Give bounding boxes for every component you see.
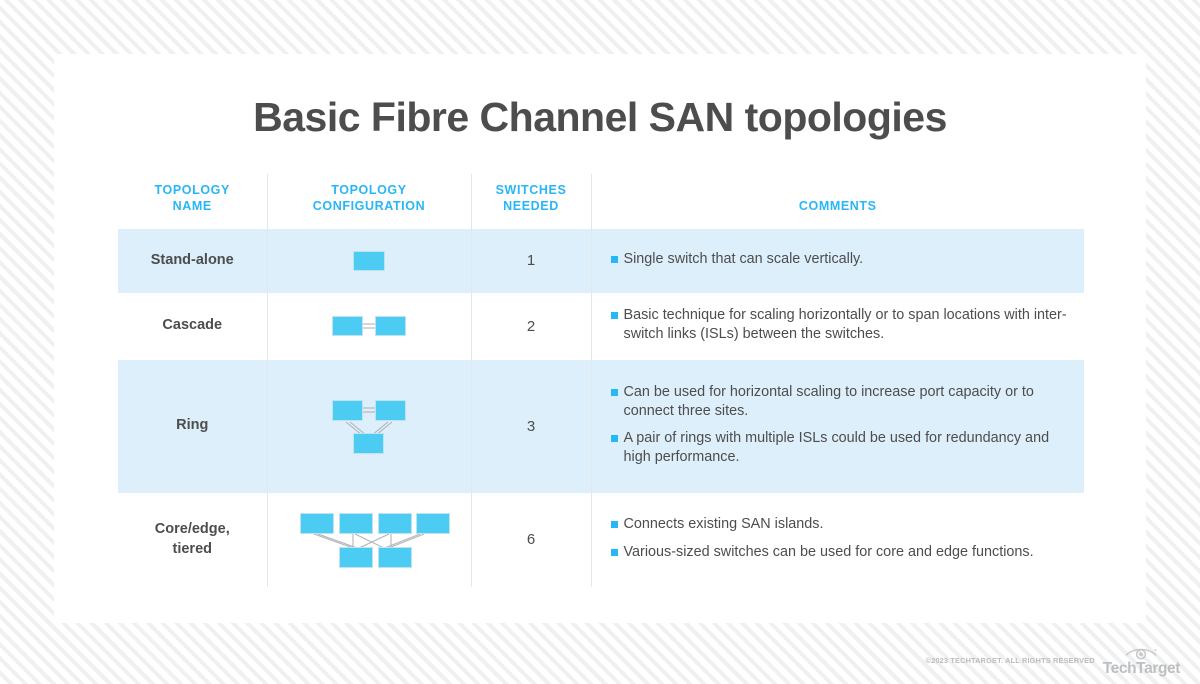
cell-topology-name: Stand-alone (118, 228, 268, 293)
cell-topology-configuration (267, 228, 472, 293)
link-lines (345, 406, 393, 435)
cell-switches-needed: 3 (471, 359, 592, 493)
comments-list: Can be used for horizontal scaling to in… (593, 373, 1084, 480)
list-item: Single switch that can scale vertically. (610, 250, 1070, 269)
column-header-topology-name: TOPOLOGY NAME (118, 174, 268, 229)
switch-box (378, 546, 412, 568)
diagram-stand-alone (349, 249, 389, 273)
cell-comments: Single switch that can scale vertically. (591, 228, 1084, 293)
list-item: A pair of rings with multiple ISLs could… (610, 429, 1070, 467)
column-header-comments: COMMENTS (591, 174, 1084, 229)
bullet-square-icon (610, 255, 618, 263)
cell-comments: Basic technique for scaling horizontally… (591, 292, 1084, 360)
comment-text: Single switch that can scale vertically. (623, 250, 864, 267)
table-header: TOPOLOGY NAME TOPOLOGY CONFIGURATION SWI… (118, 174, 1084, 229)
cell-topology-configuration (267, 359, 472, 493)
page-title: Basic Fibre Channel SAN topologies (253, 94, 947, 140)
switch-box (300, 512, 334, 534)
column-header-topology-configuration: TOPOLOGY CONFIGURATION (267, 174, 472, 229)
cell-comments: Can be used for horizontal scaling to in… (591, 359, 1084, 493)
bullet-square-icon (610, 435, 618, 442)
cell-switches-needed: 1 (471, 228, 592, 293)
comments-list: Basic technique for scaling horizontally… (593, 296, 1084, 356)
table-header-row: TOPOLOGY NAME TOPOLOGY CONFIGURATION SWI… (118, 174, 1084, 229)
topology-name-line-1: Core/edge, (154, 520, 230, 537)
diagram-cascade (332, 314, 406, 338)
diagram-core-edge (294, 512, 450, 568)
topology-name-line-1: Ring (176, 417, 209, 434)
header-line-1: COMMENTS (798, 199, 877, 214)
topology-name-line-1: Stand-alone (150, 251, 234, 268)
switch-box (332, 316, 363, 336)
table-row: Ring (118, 359, 1084, 493)
cell-topology-name: Ring (118, 359, 268, 493)
link-lines (313, 532, 425, 550)
header-line-1: TOPOLOGY (331, 183, 407, 197)
techtarget-wordmark: TechTarget (1102, 659, 1181, 677)
list-item: Can be used for horizontal scaling to in… (610, 383, 1070, 421)
switch-box (416, 512, 450, 534)
cell-topology-name: Core/edge, tiered (118, 492, 268, 587)
bullet-square-icon (610, 521, 618, 529)
cell-topology-configuration (267, 492, 472, 587)
list-item: Various-sized switches can be used for c… (610, 543, 1070, 562)
comments-list: Single switch that can scale vertically. (593, 240, 1084, 281)
header-line-2: NEEDED (503, 199, 559, 214)
techtarget-logo: TechTarget (1103, 646, 1180, 677)
switch-box (332, 399, 363, 421)
footer: ©2023 TECHTARGET. ALL RIGHTS RESERVED Te… (925, 646, 1180, 677)
comment-text: A pair of rings with multiple ISLs could… (623, 430, 1050, 466)
diagram-ring (332, 399, 406, 454)
column-header-switches-needed: SWITCHES NEEDED (471, 174, 592, 229)
switch-box (339, 512, 373, 534)
comment-text: Basic technique for scaling horizontally… (623, 306, 1067, 342)
link-lines (362, 323, 376, 329)
table-row: Core/edge, tiered (118, 492, 1084, 587)
table-row: Cascade 2 (118, 292, 1084, 360)
cell-topology-configuration (267, 292, 472, 360)
cell-topology-name: Cascade (118, 292, 268, 360)
eye-icon (1125, 648, 1157, 659)
topology-table-wrapper: TOPOLOGY NAME TOPOLOGY CONFIGURATION SWI… (118, 174, 1084, 587)
comment-text: Connects existing SAN islands. (623, 516, 824, 533)
switch-box (375, 316, 406, 336)
list-item: Connects existing SAN islands. (610, 515, 1070, 534)
comments-list: Connects existing SAN islands. Various-s… (593, 505, 1084, 573)
header-line-1: TOPOLOGY (154, 183, 230, 197)
topology-table: TOPOLOGY NAME TOPOLOGY CONFIGURATION SWI… (118, 174, 1084, 587)
switch-box (378, 512, 412, 534)
table-body: Stand-alone 1 Single switch that can sca… (118, 228, 1084, 587)
comment-text: Can be used for horizontal scaling to in… (623, 383, 1034, 419)
topology-name-line-1: Cascade (162, 317, 223, 334)
bullet-square-icon (610, 388, 618, 396)
table-row: Stand-alone 1 Single switch that can sca… (118, 228, 1084, 293)
cell-switches-needed: 6 (471, 492, 592, 587)
cell-switches-needed: 2 (471, 292, 592, 360)
switch-box (339, 546, 373, 568)
bullet-square-icon (610, 548, 618, 556)
bullet-square-icon (610, 311, 618, 319)
list-item: Basic technique for scaling horizontally… (610, 306, 1070, 344)
header-line-2: CONFIGURATION (312, 199, 426, 214)
header-line-2: NAME (172, 199, 212, 214)
switch-box (353, 250, 385, 271)
switch-box (353, 432, 384, 454)
topology-name-line-2: tiered (172, 540, 213, 557)
content-card: Basic Fibre Channel SAN topologies TOPOL… (54, 54, 1146, 623)
cell-comments: Connects existing SAN islands. Various-s… (591, 492, 1084, 587)
copyright-text: ©2023 TECHTARGET. ALL RIGHTS RESERVED (925, 656, 1095, 666)
switch-box (375, 399, 406, 421)
comment-text: Various-sized switches can be used for c… (623, 543, 1034, 560)
header-line-1: SWITCHES (495, 183, 567, 197)
